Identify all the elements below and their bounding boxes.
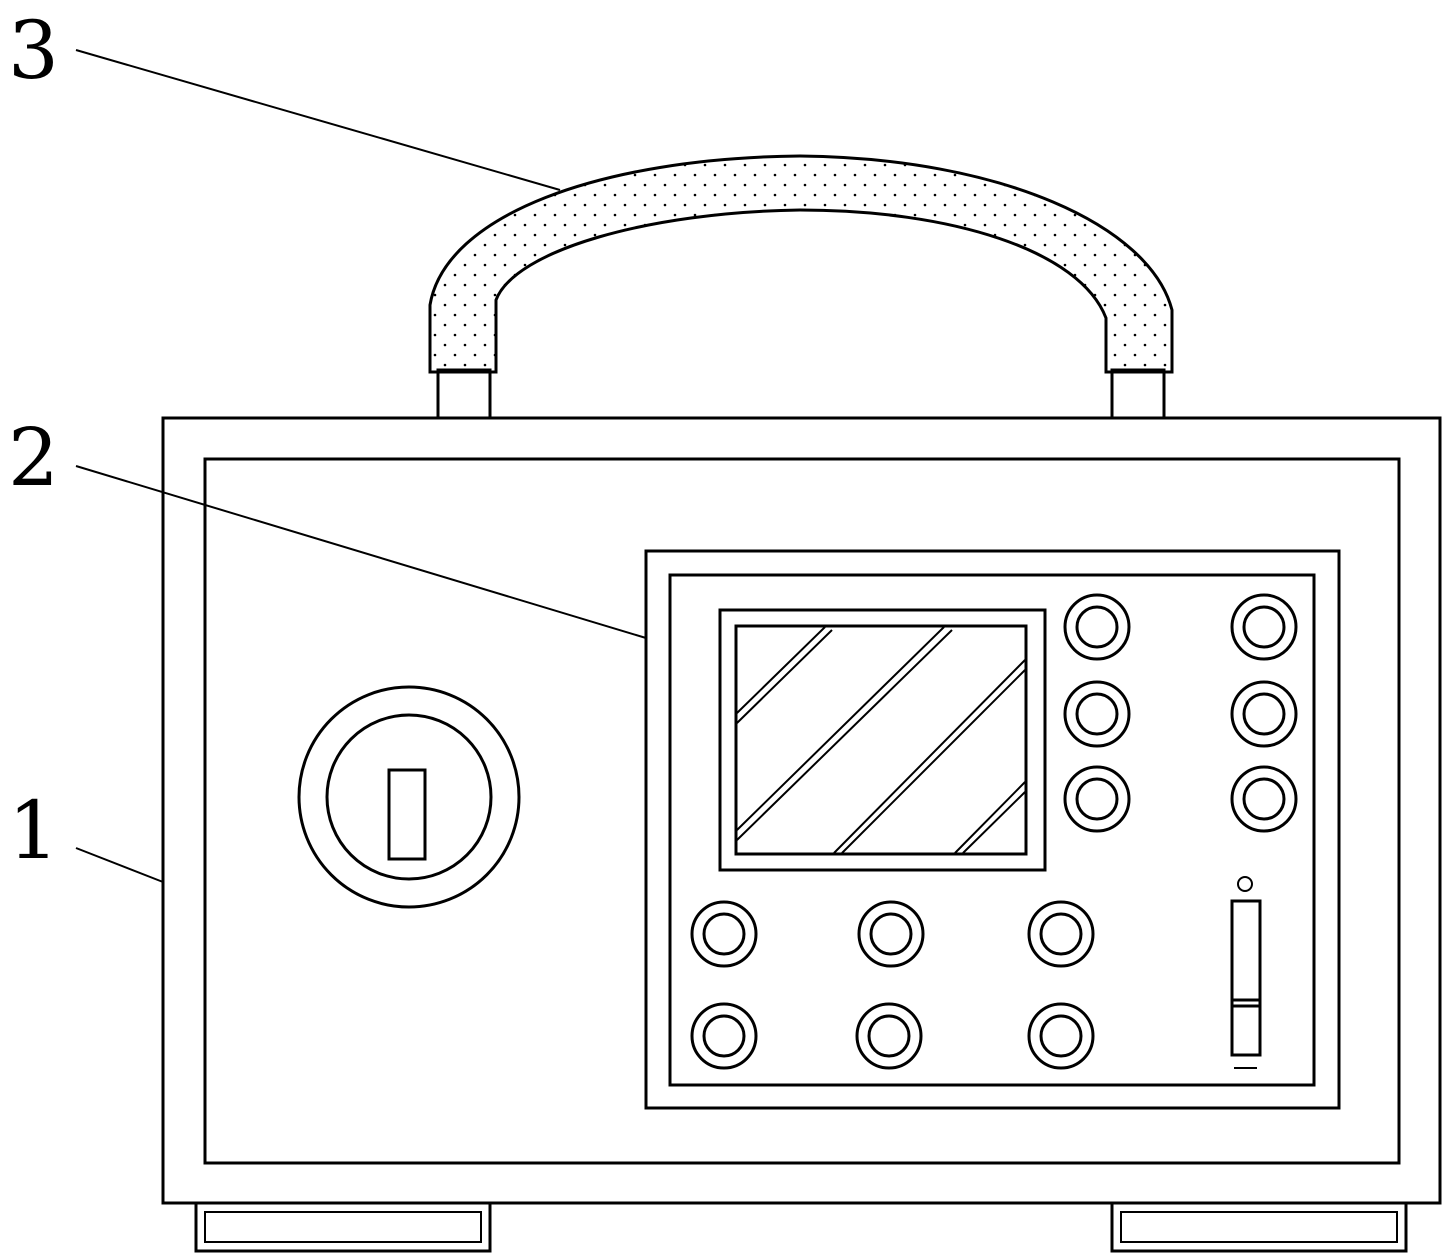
label-1: 1: [8, 784, 59, 877]
knob: [1230, 593, 1298, 661]
handle-post-left: [436, 368, 492, 420]
knob: [1230, 765, 1298, 833]
display-glare-lines: [736, 626, 1026, 854]
handle-grip: [428, 154, 1174, 374]
slider-track: [1230, 899, 1262, 1057]
foot-left-inner: [204, 1211, 482, 1243]
slider-indicator: [1230, 876, 1262, 1069]
control-panel-outer: [644, 549, 1341, 1110]
display-glass: [734, 624, 1028, 856]
knob: [1027, 900, 1095, 968]
knob: [855, 1002, 923, 1070]
housing-outer: [161, 416, 1442, 1205]
lock-keyhole: [387, 768, 427, 861]
foot-right: [1110, 1201, 1408, 1253]
knob: [857, 900, 925, 968]
handle: [428, 154, 1174, 420]
knob-grid-right: [1063, 593, 1298, 833]
foot-left: [194, 1201, 492, 1253]
control-panel: [644, 549, 1341, 1110]
knob: [1063, 680, 1131, 748]
knob: [690, 1002, 758, 1070]
knob: [1063, 765, 1131, 833]
knob-grid-bottom: [690, 900, 1095, 1070]
leader-line-3: [75, 49, 561, 191]
housing: [161, 416, 1442, 1205]
display-bezel: [718, 608, 1047, 872]
label-2: 2: [8, 411, 59, 504]
label-3: 3: [8, 4, 59, 97]
knob: [1063, 593, 1131, 661]
knob: [1230, 680, 1298, 748]
housing-inner: [203, 457, 1401, 1165]
knob: [690, 900, 758, 968]
control-panel-inner: [668, 573, 1316, 1087]
leader-lines: [75, 49, 647, 883]
indicator-light: [1237, 876, 1253, 892]
feet: [194, 1201, 1408, 1253]
handle-post-right: [1110, 368, 1166, 420]
leader-line-2: [75, 465, 647, 639]
display-screen: [718, 608, 1047, 872]
knob: [1027, 1002, 1095, 1070]
leader-line-1: [75, 847, 164, 883]
foot-right-inner: [1120, 1211, 1398, 1243]
lock-dial: [297, 685, 521, 909]
lock-dial-outer: [297, 685, 521, 909]
lock-dial-inner: [325, 713, 493, 881]
